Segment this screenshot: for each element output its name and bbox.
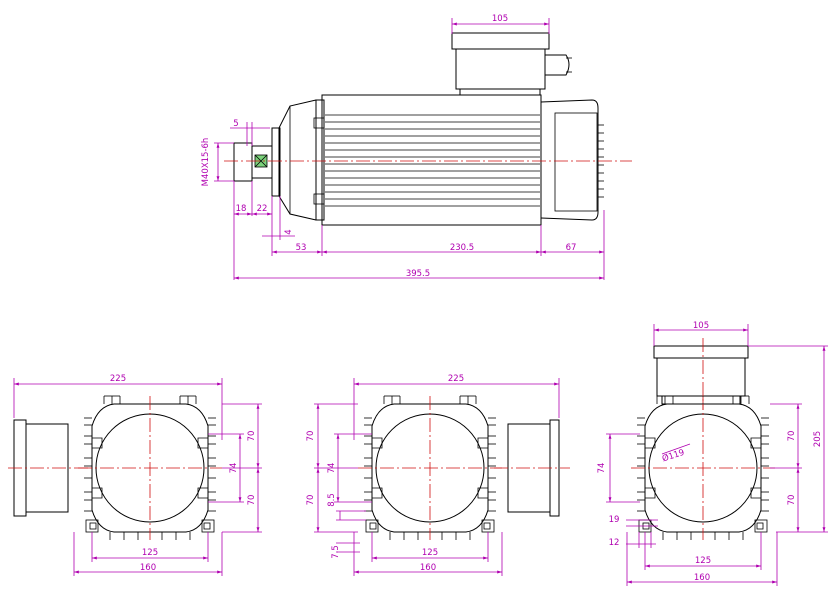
left-dim-lower: 70 xyxy=(247,495,257,506)
right-dim-foot-outer: 160 xyxy=(694,573,710,583)
left-dim-upper: 70 xyxy=(247,431,257,442)
side-dimensions: 105 5 M40X15-6h 18 22 4 xyxy=(201,14,605,280)
right-dim-foot-inner: 125 xyxy=(695,556,711,566)
terminal-box xyxy=(451,32,572,96)
front-flange xyxy=(271,99,317,221)
left-terminal-box xyxy=(8,419,92,517)
right-dim-foot-b: 12 xyxy=(609,538,620,548)
right-end-view: 105 Ø119 74 205 70 70 19 12 xyxy=(597,321,828,586)
dim-terminal-box-width: 105 xyxy=(492,14,508,24)
dim-shaft-len-b: 22 xyxy=(257,204,268,214)
side-view: 105 5 M40X15-6h 18 22 4 xyxy=(201,14,632,280)
left-dim-mid: 74 xyxy=(229,463,239,474)
dim-body: 230.5 xyxy=(450,243,474,253)
right-dim-upper: 70 xyxy=(787,431,797,442)
middle-dim-lower: 70 xyxy=(306,495,316,506)
middle-terminal-box xyxy=(494,419,570,517)
middle-dimensions: 225 70 70 74 8.5 7.5 125 xyxy=(306,374,560,576)
right-dimensions: 105 Ø119 74 205 70 70 19 12 xyxy=(597,321,828,586)
left-dim-width: 225 xyxy=(110,374,126,384)
right-dim-foot-a: 19 xyxy=(609,515,620,525)
right-dim-height: 205 xyxy=(813,431,823,447)
left-dimensions: 225 70 70 74 125 160 xyxy=(13,374,262,576)
left-dim-foot-inner: 125 xyxy=(142,548,158,558)
right-dim-lower: 70 xyxy=(787,495,797,506)
dim-overall: 395.5 xyxy=(406,269,430,279)
middle-dim-foot-inner: 125 xyxy=(422,548,438,558)
left-dim-foot-outer: 160 xyxy=(140,563,156,573)
dim-front: 53 xyxy=(296,243,307,253)
dim-rear: 67 xyxy=(566,243,577,253)
cooling-fins xyxy=(325,114,540,207)
middle-end-view: 225 70 70 74 8.5 7.5 125 xyxy=(306,374,570,576)
right-dim-bore: Ø119 xyxy=(661,447,686,465)
middle-dim-mid: 74 xyxy=(327,463,337,474)
right-terminal-box xyxy=(653,338,749,410)
dim-shaft-len-a: 18 xyxy=(236,204,247,214)
left-end-view: 225 70 70 74 125 160 xyxy=(8,374,262,576)
middle-dim-foot-h: 8.5 xyxy=(327,493,337,507)
motor-body xyxy=(313,94,542,226)
fan-cover xyxy=(540,99,604,221)
shaft xyxy=(233,142,273,182)
dim-flange: 4 xyxy=(284,229,294,234)
middle-dim-upper: 70 xyxy=(306,431,316,442)
dim-shaft-key: 5 xyxy=(233,119,238,129)
middle-dim-foot-outer: 160 xyxy=(420,563,436,573)
right-dim-mid: 74 xyxy=(597,463,607,474)
dim-shaft-spec: M40X15-6h xyxy=(201,138,211,187)
middle-dim-foot-w: 7.5 xyxy=(331,545,341,559)
middle-dim-width: 225 xyxy=(448,374,464,384)
right-dim-box-width: 105 xyxy=(693,321,709,331)
